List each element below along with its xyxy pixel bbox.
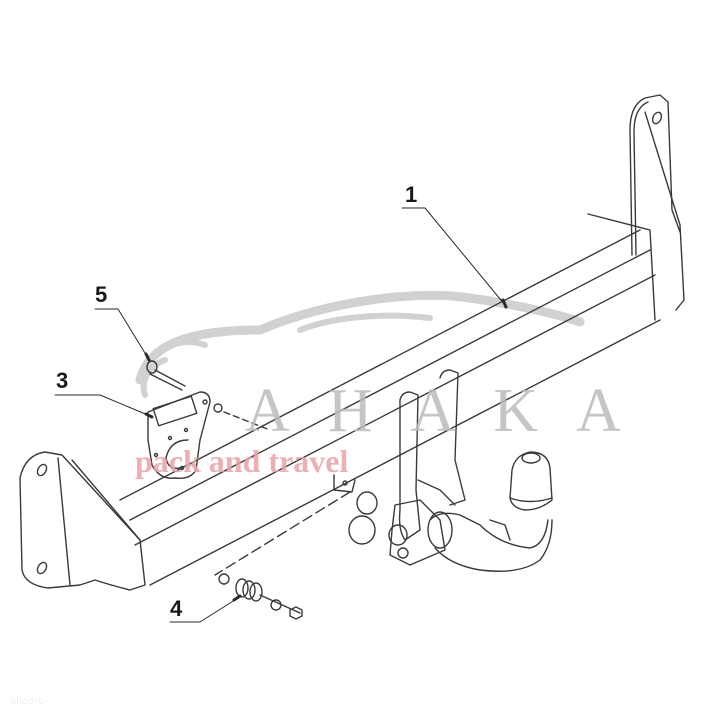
callout-label-3: 3 bbox=[56, 368, 69, 393]
ball-neck-holder bbox=[389, 369, 466, 566]
watermark-car-logo bbox=[135, 290, 585, 398]
socket-mounting-plate bbox=[147, 391, 271, 480]
crossbar-tube bbox=[119, 213, 661, 586]
callout-label-4: 4 bbox=[170, 596, 183, 621]
leader-5 bbox=[94, 308, 149, 359]
leader-3 bbox=[54, 394, 151, 417]
socket-tab bbox=[333, 474, 356, 493]
bolt-set bbox=[214, 491, 351, 620]
leader-4 bbox=[169, 597, 239, 623]
tow-ball bbox=[509, 451, 553, 511]
right-mounting-bracket bbox=[629, 94, 685, 311]
left-mounting-bracket bbox=[19, 451, 146, 591]
watermark-brand: AHAKA bbox=[245, 377, 659, 445]
watermark-slogan: pack and travel bbox=[135, 443, 349, 479]
ball-neck bbox=[427, 511, 553, 572]
locking-knob bbox=[348, 491, 409, 559]
leader-1 bbox=[401, 207, 506, 306]
callout-label-5: 5 bbox=[95, 282, 108, 307]
corner-watermark: allegro bbox=[10, 696, 45, 707]
socket-plate-bolt bbox=[146, 360, 186, 391]
leader-lines bbox=[54, 207, 508, 623]
callout-label-1: 1 bbox=[405, 182, 418, 207]
